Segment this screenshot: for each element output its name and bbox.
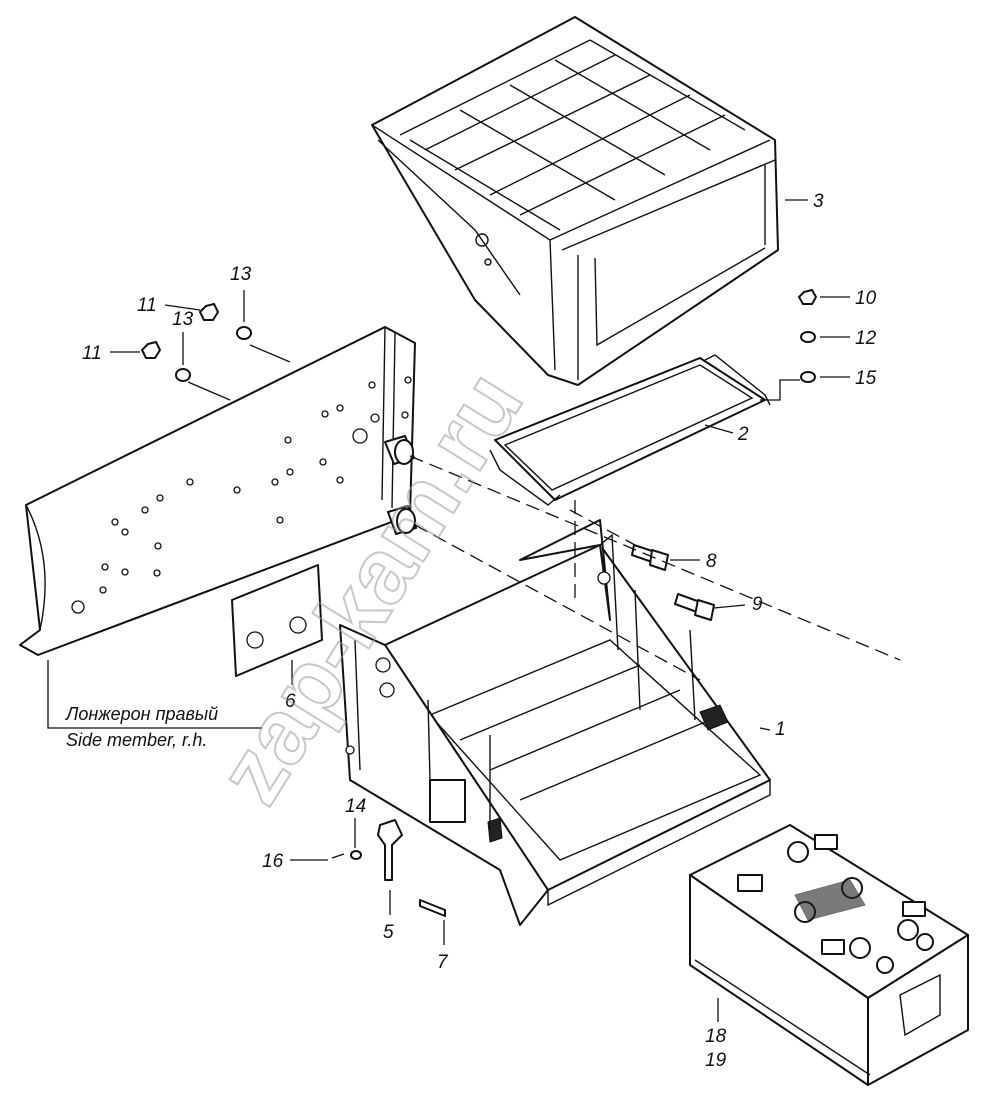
side-member-caption: Лонжерон правый Side member, r.h.	[65, 704, 218, 750]
battery-box-lid-part-3	[371, 16, 779, 386]
callout-3: 3	[813, 191, 824, 212]
hardware-nuts-washers	[141, 289, 817, 383]
nut-11b	[199, 303, 219, 321]
callout-5: 5	[383, 922, 394, 943]
bolt-part-9	[674, 593, 715, 621]
washer-13a	[175, 368, 191, 382]
callout-1: 1	[775, 719, 786, 740]
callout-6: 6	[285, 691, 296, 712]
bolt-part-8	[631, 544, 669, 571]
side-member-label-en: Side member, r.h.	[66, 730, 207, 750]
spacer-bushings	[384, 435, 417, 535]
hold-down-frame-part-2	[489, 354, 771, 506]
nut-10	[798, 289, 817, 305]
assembly-lines	[409, 455, 901, 681]
battery-tray-part-1	[339, 519, 771, 926]
cotter-part-16-washer-14	[331, 850, 362, 860]
callout-labels: 1 2 3 5 6 7 8 9 10 11 11 12 13 13 14 15 …	[82, 191, 877, 1071]
callout-2: 2	[737, 424, 749, 445]
latch-handle-part-5	[377, 819, 403, 881]
rail-holes	[71, 376, 412, 614]
side-member-rail	[19, 326, 416, 656]
callout-16: 16	[262, 851, 284, 872]
callout-18: 18	[705, 1026, 727, 1047]
callout-8: 8	[706, 551, 717, 572]
callout-7: 7	[437, 952, 449, 973]
callout-9: 9	[752, 594, 763, 615]
washer-12	[800, 331, 816, 343]
washer-15	[800, 371, 816, 383]
battery-part-18-19	[689, 824, 969, 1086]
callout-19: 19	[705, 1050, 727, 1071]
plate-part-6	[231, 564, 323, 677]
leader-lines	[47, 199, 850, 1022]
nut-11a	[141, 341, 161, 359]
callout-12: 12	[855, 328, 877, 349]
washer-13b	[236, 326, 252, 340]
callout-14: 14	[345, 796, 366, 817]
side-member-label-ru: Лонжерон правый	[65, 704, 218, 724]
callout-15: 15	[855, 368, 877, 389]
callout-13a: 13	[230, 264, 252, 285]
callout-11b: 11	[137, 295, 157, 316]
pin-part-7	[419, 899, 446, 917]
callout-10: 10	[855, 288, 877, 309]
callout-13b: 13	[172, 309, 194, 330]
callout-11a: 11	[82, 343, 102, 364]
